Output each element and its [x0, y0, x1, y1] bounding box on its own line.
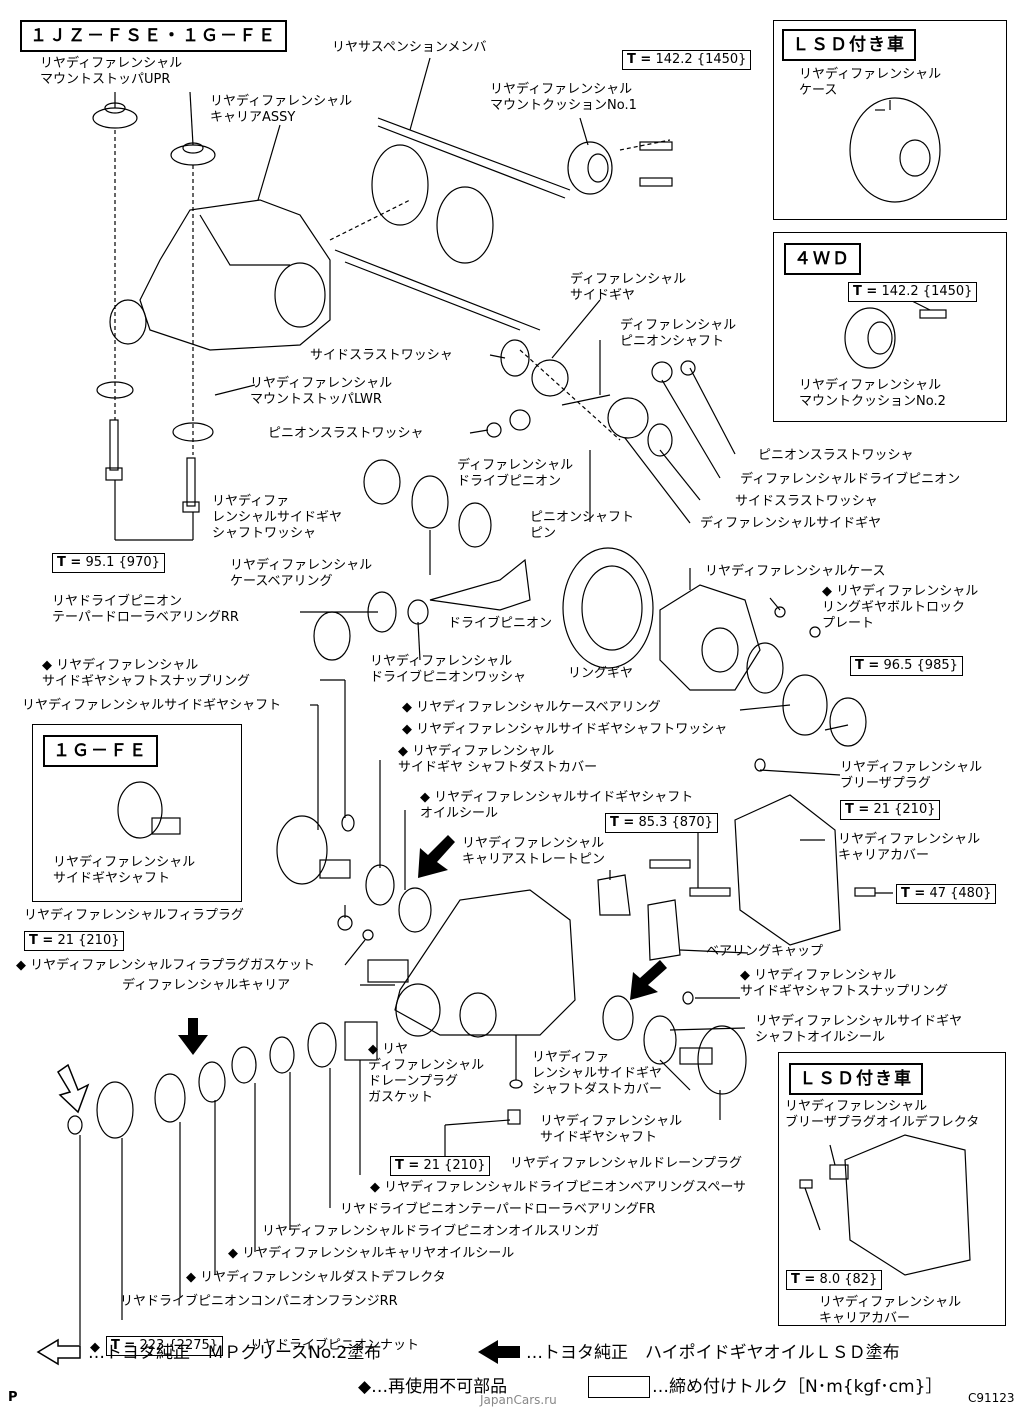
panel-lsd-bottom: ＬＳＤ付き車 リヤディファレンシャル ブリーザプラグオイルデフレクタ リヤディフ…	[778, 1052, 1006, 1326]
label-drive-pinion-washer: リヤディファレンシャル ドライブピニオンワッシャ	[370, 654, 527, 685]
torque-box-stopper-bolt: T = 95.1 {970}	[52, 553, 165, 573]
panel-1g-fe-title: １Ｇ－ＦＥ	[43, 735, 158, 767]
label-pinion-thrust-washer-right: ピニオンスラストワッシャ	[758, 448, 914, 463]
label-side-gear-shaft-bottom: リヤディファレンシャル サイドギヤシャフト	[540, 1114, 683, 1145]
label-carrier-straight-pin: リヤディファレンシャル キャリアストレートピン	[462, 836, 606, 867]
torque-box-lsd-cover: T = 8.0 {82}	[786, 1270, 883, 1290]
label-nut-diamond: ◆	[90, 1340, 100, 1355]
label-diff-drive-pinion-right: ディファレンシャルドライブピニオン	[740, 472, 961, 487]
variant-tag-1jz-1g: １ＪＺ－ＦＳＥ・１Ｇ－ＦＥ	[20, 20, 287, 52]
panel-lsd-bottom-caption-top: リヤディファレンシャル ブリーザプラグオイルデフレクタ	[785, 1099, 980, 1130]
label-drain-plug-gasket: ◆ リヤ ディファレンシャル ドレーンプラグ ガスケット	[368, 1042, 485, 1105]
label-dust-deflector: ◆ リヤディファレンシャルダストデフレクタ	[186, 1270, 446, 1285]
label-drive-pinion: ドライブピニオン	[448, 616, 553, 631]
footer-watermark: JapanCars.ru	[480, 1393, 557, 1407]
label-bearing-cap: ベアリングキャップ	[706, 944, 824, 959]
legend-torque-swatch	[588, 1376, 650, 1398]
panel-4wd-title: ４ＷＤ	[784, 243, 861, 275]
label-drain-plug: リヤディファレンシャルドレーンプラグ	[510, 1156, 743, 1171]
torque-box-drain-plug: T = 21 {210}	[390, 1156, 491, 1176]
label-mount-cushion-no1: リヤディファレンシャル マウントクッションNo.1	[490, 82, 637, 113]
panel-1g-fe-caption: リヤディファレンシャル サイドギヤシャフト	[53, 855, 196, 886]
panel-lsd-bottom-title: ＬＳＤ付き車	[789, 1063, 923, 1095]
panel-1g-fe: １Ｇ－ＦＥ リヤディファレンシャル サイドギヤシャフト	[32, 724, 242, 902]
footer-code: C91123	[968, 1391, 1015, 1405]
panel-lsd-bottom-caption-bottom: リヤディファレンシャル キャリアカバー	[819, 1295, 962, 1326]
label-drive-pinion-nut: リヤドライブピニオンナット	[250, 1338, 420, 1353]
torque-box-ring-gear-bolt: T = 96.5 {985}	[850, 656, 963, 676]
torque-box-cushion-no2: T = 142.2 {1450}	[848, 282, 978, 302]
panel-lsd-top-caption: リヤディファレンシャル ケース	[799, 67, 942, 98]
label-filler-plug-gasket: ◆ リヤディファレンシャルフィラプラグガスケット	[16, 958, 315, 973]
label-case-bearing: リヤディファレンシャル ケースベアリング	[230, 558, 373, 589]
panel-4wd-caption: リヤディファレンシャル マウントクッションNo.2	[799, 378, 946, 409]
legend-mp-grease: …トヨタ純正 ＭＰグリースNo.2塗布	[88, 1343, 382, 1363]
label-ring-gear: リングギヤ	[568, 666, 634, 681]
torque-box-cover-bolt: T = 47 {480}	[896, 884, 997, 904]
label-side-thrust-washer-left: サイドスラストワッシャ	[310, 348, 453, 363]
label-side-gear-shaft-dust-cover-top: ◆ リヤディファレンシャル サイドギヤ シャフトダストカバー	[398, 744, 598, 775]
label-case-bearing-2: ◆ リヤディファレンシャルケースベアリング	[402, 700, 661, 715]
label-diff-carrier: ディファレンシャルキャリア	[122, 978, 291, 993]
label-side-gear-shaft-snap-ring-top: ◆ リヤディファレンシャル サイドギヤシャフトスナップリング	[42, 658, 251, 689]
label-side-thrust-washer-right: サイドスラストワッシャ	[735, 494, 878, 509]
label-carrier-oil-seal: ◆ リヤディファレンシャルキャリヤオイルシール	[228, 1246, 515, 1261]
label-diff-case: リヤディファレンシャルケース	[705, 564, 886, 579]
label-drive-pinion-bearing-fr: リヤドライブピニオンテーパードローラベアリングFR	[340, 1202, 656, 1217]
label-drive-pinion-mid: ディファレンシャル ドライブピニオン	[457, 458, 574, 489]
label-side-gear-shaft-washer: リヤディファ レンシャルサイドギヤ シャフトワッシャ	[212, 494, 343, 541]
label-diff-side-gear-right: ディファレンシャルサイドギヤ	[700, 516, 882, 531]
label-side-gear-shaft-snap-ring-right: ◆ リヤディファレンシャル サイドギヤシャフトスナップリング	[740, 968, 949, 999]
label-carrier-cover: リヤディファレンシャル キャリアカバー	[838, 832, 981, 863]
label-mount-stopper-lwr: リヤディファレンシャル マウントストッパLWR	[250, 376, 393, 407]
label-companion-flange: リヤドライブピニオンコンパニオンフランジRR	[120, 1294, 398, 1309]
label-breather-plug: リヤディファレンシャル ブリーザプラグ	[840, 760, 983, 791]
label-side-gear-shaft-oil-seal-top: ◆ リヤディファレンシャルサイドギヤシャフト オイルシール	[420, 790, 694, 821]
label-pinion-shaft-pin: ピニオンシャフト ピン	[530, 510, 635, 541]
label-filler-plug: リヤディファレンシャルフィラプラグ	[24, 908, 244, 923]
label-oil-slinger: リヤディファレンシャルドライブピニオンオイルスリンガ	[262, 1224, 600, 1239]
label-suspension-member: リヤサスペンションメンバ	[332, 40, 487, 55]
label-pinion-shaft-top: ディファレンシャル ピニオンシャフト	[620, 318, 737, 349]
label-ring-gear-bolt-lock-plate: ◆ リヤディファレンシャル リングギヤボルトロック プレート	[822, 584, 979, 631]
label-side-gear-shaft-top: リヤディファレンシャルサイドギヤシャフト	[22, 698, 282, 713]
torque-box-breather-plug: T = 21 {210}	[840, 800, 941, 820]
label-mount-stopper-upr: リヤディファレンシャル マウントストッパUPR	[40, 56, 183, 87]
torque-box-pinion-nut: T = 223 {2275}	[106, 1336, 224, 1356]
label-drive-pinion-bearing-rr: リヤドライブピニオン テーパードローラベアリングRR	[52, 594, 239, 625]
panel-lsd-top-title: ＬＳＤ付き車	[782, 29, 916, 61]
label-side-gear-top: ディファレンシャル サイドギヤ	[570, 272, 687, 303]
legend-hypoid-oil: …トヨタ純正 ハイポイドギヤオイルＬＳＤ塗布	[526, 1343, 900, 1363]
label-side-gear-shaft-washer-2: ◆ リヤディファレンシャルサイドギヤシャフトワッシャ	[402, 722, 728, 737]
footer-left-mark: P	[8, 1390, 18, 1405]
torque-box-cushion-no1: T = 142.2 {1450}	[622, 50, 752, 70]
label-carrier-assy: リヤディファレンシャル キャリアASSY	[210, 94, 353, 125]
legend-torque: …締め付けトルク［N･m{kgf･cm}］	[652, 1377, 943, 1397]
label-pinion-thrust-washer-left: ピニオンスラストワッシャ	[268, 426, 424, 441]
label-side-gear-shaft-dust-cover-bottom: リヤディファ レンシャルサイドギヤ シャフトダストカバー	[532, 1050, 663, 1097]
panel-lsd-top: ＬＳＤ付き車 リヤディファレンシャル ケース	[773, 20, 1007, 220]
torque-box-filler-plug: T = 21 {210}	[24, 931, 125, 951]
label-drive-pinion-bearing-spacer: ◆ リヤディファレンシャルドライブピニオンベアリングスペーサ	[370, 1180, 747, 1195]
label-side-gear-shaft-oil-seal-right: リヤディファレンシャルサイドギヤ シャフトオイルシール	[755, 1014, 963, 1045]
legend-non-reusable: ◆…再使用不可部品	[358, 1377, 508, 1397]
torque-box-bearing-cap: T = 85.3 {870}	[605, 813, 718, 833]
panel-4wd: ４ＷＤ リヤディファレンシャル マウントクッションNo.2	[773, 232, 1007, 422]
